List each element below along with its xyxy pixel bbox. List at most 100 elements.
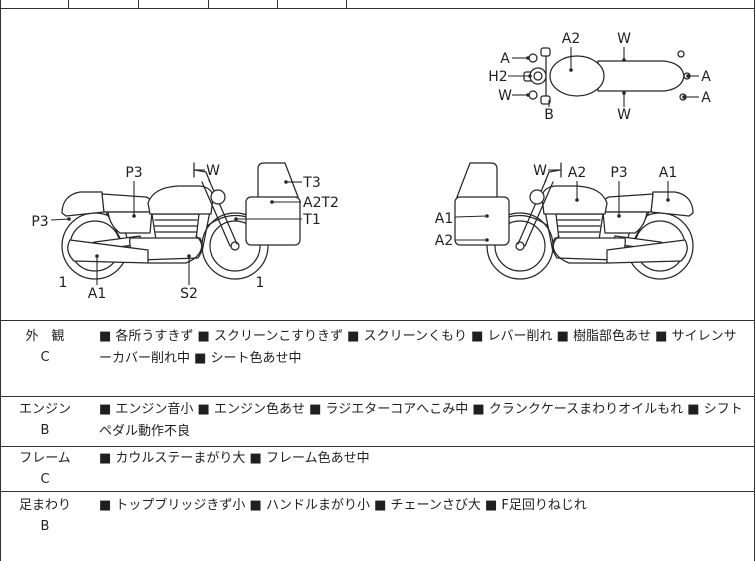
marker-dot <box>666 198 670 202</box>
marker-dot <box>485 214 489 218</box>
condition-row-suspension: 足まわり B ■ トップブリッジきず小 ■ ハンドルまがり小 ■ チェーンさび大… <box>1 492 754 561</box>
top-table-cell <box>139 0 209 9</box>
top-view-annotations: A2 W A H2 W B W A A <box>488 31 711 123</box>
right-mirror <box>528 90 538 100</box>
damage-code-label: 1 <box>59 275 68 291</box>
marker-dot <box>234 217 238 221</box>
marker-dot <box>284 180 288 184</box>
marker-dot <box>132 214 136 218</box>
fuel-tank <box>147 185 214 215</box>
left-mirror <box>528 53 538 63</box>
damage-code-label: W <box>533 163 547 179</box>
damage-code-label: B <box>544 107 554 123</box>
top-table-cell <box>209 0 278 9</box>
damage-code-label: W <box>617 31 631 47</box>
damage-code-label: H2 <box>488 69 507 85</box>
engine-cylinder <box>151 213 200 241</box>
section-name: フレーム <box>19 451 71 466</box>
marker-dot <box>622 91 626 95</box>
top-view-motorcycle <box>523 47 691 105</box>
damage-code-label: A2T2 <box>303 195 339 211</box>
section-grade: B <box>40 519 50 534</box>
marker-dot <box>187 254 191 258</box>
damage-code-label: P3 <box>31 214 48 230</box>
section-label: フレーム C <box>1 448 89 491</box>
damage-code-label: A <box>701 69 711 85</box>
leader-line <box>50 218 70 221</box>
turn-signal <box>677 50 685 58</box>
marker-dot <box>526 56 530 60</box>
section-remarks: ■ エンジン音小 ■ エンジン色あせ ■ ラジエターコアへこみ中 ■ クランクケ… <box>99 402 743 439</box>
top-table-cell <box>69 0 139 9</box>
marker-dot <box>528 74 532 78</box>
damage-code-label: S2 <box>180 286 198 302</box>
handlebar <box>194 169 211 183</box>
seat <box>597 60 685 92</box>
marker-dot <box>617 214 621 218</box>
muffler <box>67 239 149 264</box>
damage-code-label: A <box>701 90 711 106</box>
section-name: 足まわり <box>18 498 71 513</box>
left-side-view-motorcycle <box>61 162 301 280</box>
damage-diagram: A2 W A H2 W B W A A <box>31 31 711 302</box>
headlight-lens <box>533 71 543 81</box>
damage-code-label: T1 <box>302 212 320 228</box>
damage-code-label: 1 <box>256 275 265 291</box>
damage-code-label: A2 <box>562 31 580 47</box>
section-label: 足まわり B <box>1 495 89 561</box>
section-name: 外 観 <box>25 329 65 344</box>
condition-row-exterior: 外 観 C ■ 各所うすきず ■ スクリーンこすりきず ■ スクリーンくもり ■… <box>1 321 754 397</box>
marker-dot <box>569 68 573 72</box>
section-remarks: ■ カウルステーまがり大 ■ フレーム色あせ中 <box>99 451 370 466</box>
marker-dot <box>526 93 530 97</box>
left-grip <box>540 47 551 57</box>
right-grip <box>540 95 551 105</box>
section-remarks: ■ 各所うすきず ■ スクリーンこすりきず ■ スクリーンくもり ■ レバー削れ… <box>99 329 737 366</box>
top-table-cell <box>1 0 69 9</box>
damage-code-label: A1 <box>435 211 453 227</box>
damage-code-label: A2 <box>435 233 453 249</box>
marker-dot <box>485 238 489 242</box>
side-cover <box>107 211 153 234</box>
headlight <box>210 189 226 205</box>
marker-dot <box>686 74 690 78</box>
marker-dot <box>622 58 626 62</box>
damage-code-label: W <box>617 107 631 123</box>
section-label: エンジン B <box>1 399 89 446</box>
tail-cowl <box>61 191 105 217</box>
section-grade: C <box>40 472 50 487</box>
damage-code-label: A1 <box>88 286 106 302</box>
windscreen <box>257 162 299 199</box>
marker-dot <box>575 198 579 202</box>
seat <box>101 193 153 213</box>
right-view-annotations: W A2 P3 A1 A1 A2 <box>435 163 677 249</box>
section-name: エンジン <box>18 402 71 417</box>
cooling-fins <box>154 219 198 233</box>
damage-code-label: W <box>206 163 220 179</box>
section-label: 外 観 C <box>1 326 89 396</box>
condition-table: 外 観 C ■ 各所うすきず ■ スクリーンこすりきず ■ スクリーンくもり ■… <box>0 321 755 561</box>
top-table-cell <box>278 0 347 9</box>
damage-code-label: A1 <box>659 165 677 181</box>
section-grade: C <box>40 350 50 365</box>
condition-row-frame: フレーム C ■ カウルステーまがり大 ■ フレーム色あせ中 <box>1 447 754 492</box>
condition-row-engine: エンジン B ■ エンジン音小 ■ エンジン色あせ ■ ラジエターコアへこみ中 … <box>1 397 754 447</box>
marker-dot <box>67 217 71 221</box>
fuel-tank <box>549 55 605 97</box>
leader-line <box>454 215 488 218</box>
section-grade: B <box>40 423 50 438</box>
damage-code-label: A2 <box>568 165 586 181</box>
marker-dot <box>270 200 274 204</box>
damage-code-label: P3 <box>610 165 627 181</box>
front-cowl <box>245 196 301 246</box>
damage-code-label: T3 <box>302 175 320 191</box>
damage-code-label: A <box>500 51 510 67</box>
damage-code-label: P3 <box>125 165 142 181</box>
damage-code-label: W <box>498 88 512 104</box>
marker-dot <box>95 254 99 258</box>
front-fork <box>201 179 238 247</box>
section-remarks: ■ トップブリッジきず小 ■ ハンドルまがり小 ■ チェーンさび大 ■ F足回り… <box>99 498 587 513</box>
exhaust-pipe <box>147 235 203 264</box>
left-view-annotations: P3 W T3 A2T2 T1 P3 1 A1 S2 1 <box>31 163 339 302</box>
